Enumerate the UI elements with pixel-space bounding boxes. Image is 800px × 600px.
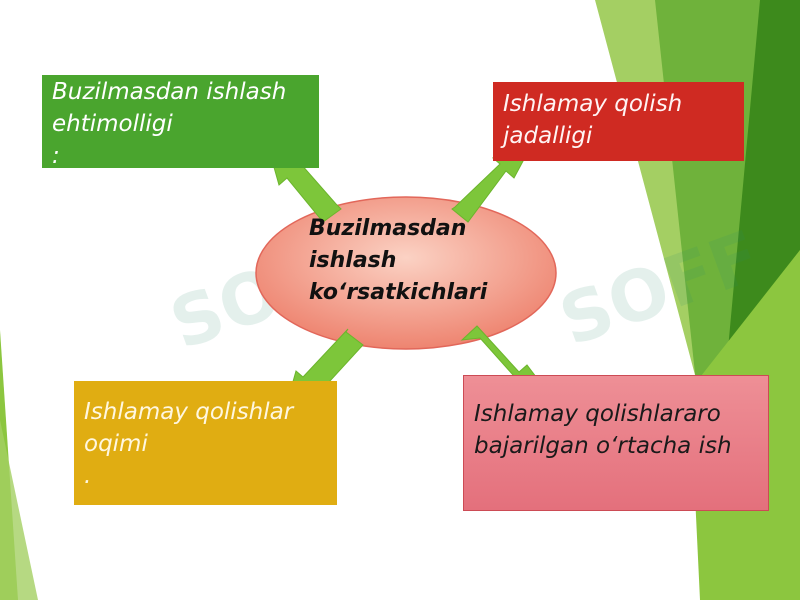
box-bottom-right: Ishlamay qolishlararo bajarilgan o‘rtach… (463, 375, 769, 511)
box-bottom-right-line-1: Ishlamay qolishlararo (474, 401, 721, 427)
box-top-right: Ishlamay qolish jadalligi (493, 82, 744, 161)
slide-decoration-left (0, 330, 38, 600)
box-bottom-right-line-2: bajarilgan o‘rtacha ish (474, 433, 732, 459)
box-top-left-line-1: Buzilmasdan ishlash (52, 79, 287, 105)
box-bottom-left-line-1: Ishlamay qolishlar (84, 399, 294, 425)
box-bottom-left-line-3: . (84, 463, 92, 489)
center-ellipse (255, 196, 557, 350)
center-title-line-2: ishlash (309, 248, 397, 273)
center-title: Buzilmasdan ishlash ko‘rsatkichlari (309, 213, 549, 309)
center-title-line-3: ko‘rsatkichlari (309, 280, 488, 305)
box-top-left-line-3: : (52, 143, 60, 169)
box-top-right-line-1: Ishlamay qolish (503, 91, 683, 117)
center-title-line-1: Buzilmasdan (309, 216, 467, 241)
box-bottom-left: Ishlamay qolishlar oqimi . (74, 381, 337, 505)
box-top-left-line-2: ehtimolligi (52, 111, 173, 137)
box-top-right-line-2: jadalligi (503, 123, 593, 149)
box-top-left: Buzilmasdan ishlash ehtimolligi : (42, 75, 319, 169)
box-bottom-left-line-2: oqimi (84, 431, 148, 457)
